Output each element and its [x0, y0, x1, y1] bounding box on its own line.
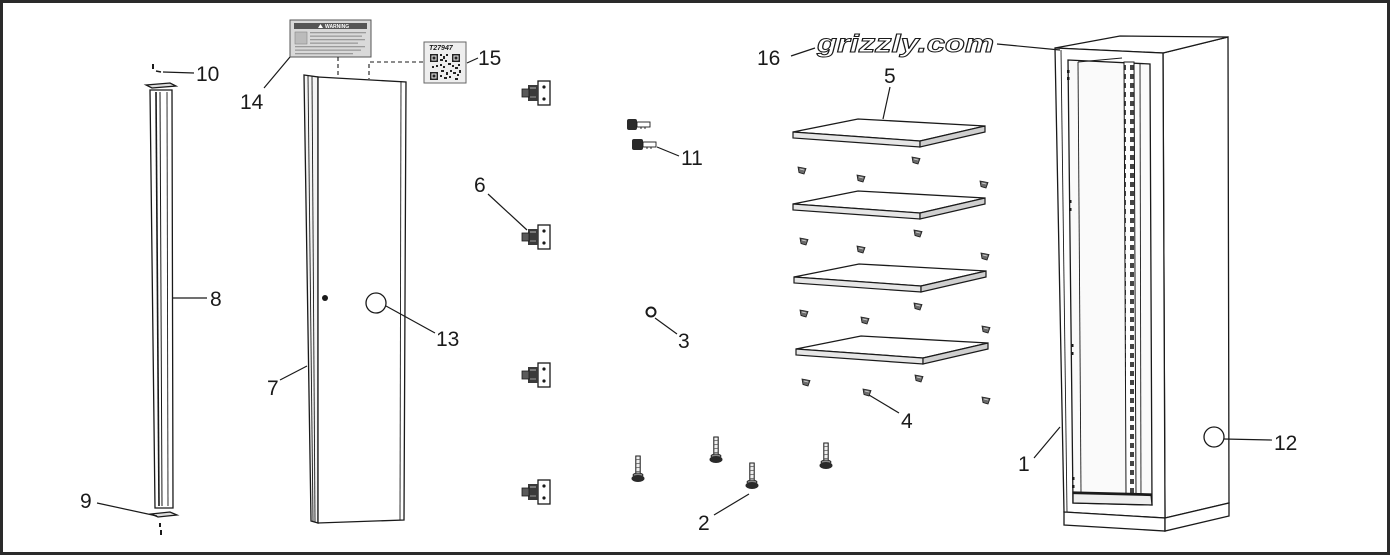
shelf-rail [1123, 61, 1137, 495]
stile-slots [1067, 70, 1075, 488]
qr-code-icon [430, 54, 461, 80]
callout-7: 7 [267, 377, 279, 400]
shelf-clip [856, 245, 866, 254]
leader-9 [96, 502, 158, 517]
shelf-clip [860, 316, 870, 325]
callout-13: 13 [436, 328, 459, 351]
leader-16 [790, 47, 816, 57]
cabinet [1054, 35, 1230, 532]
top-screw [152, 64, 162, 73]
leader-4 [868, 394, 900, 414]
logo-leader [996, 43, 1061, 51]
callout-9: 9 [80, 490, 92, 513]
callout-16: 16 [757, 47, 780, 70]
callout-10: 10 [196, 63, 219, 86]
leader-3 [654, 317, 678, 335]
key [627, 119, 651, 130]
shelf-clip [913, 302, 923, 311]
callout-12: 12 [1274, 432, 1297, 455]
callout-3: 3 [678, 330, 690, 353]
bottom-screw [159, 523, 162, 535]
leader-12 [1223, 438, 1273, 441]
callout-4: 4 [901, 410, 913, 433]
top-cap [143, 82, 179, 89]
shelf-clip [799, 309, 809, 318]
side-plug [1203, 426, 1225, 448]
callout-11: 11 [681, 147, 703, 170]
leader-5 [882, 86, 891, 120]
leader-13 [385, 305, 436, 334]
warning-label: WARNING [289, 19, 372, 58]
shelf-clip [914, 374, 924, 383]
shelf-clip [913, 229, 923, 238]
shelf-clip [799, 237, 809, 246]
leader-10 [162, 71, 195, 74]
callout-8: 8 [210, 288, 222, 311]
shelf-clip [979, 180, 989, 189]
shelf-clip [980, 252, 990, 261]
door-panel [303, 74, 407, 524]
callout-1: 1 [1018, 453, 1030, 476]
leader-15 [466, 57, 479, 64]
shelf-clip [801, 378, 811, 387]
callout-14: 14 [240, 91, 264, 114]
shelf-clip [856, 174, 866, 183]
leader-2 [713, 493, 750, 516]
warning-triangle-icon [318, 24, 323, 28]
qr-label: T27947 [423, 41, 467, 84]
cabinet-base-side [1164, 502, 1230, 532]
ring [645, 306, 657, 318]
shelf-clip [911, 156, 921, 165]
door-plug [365, 292, 387, 314]
lock-hole [322, 295, 328, 301]
qr-label-guide [368, 61, 423, 79]
shelf-clip [981, 325, 991, 334]
brand-logo: grizzly.com [816, 30, 994, 58]
trim-strip [149, 89, 174, 509]
callout-5: 5 [884, 65, 896, 88]
qr-label-code: T27947 [429, 45, 454, 52]
leader-11 [656, 146, 680, 157]
leader-1 [1033, 426, 1061, 459]
shelf-clip [797, 166, 807, 175]
callout-2: 2 [698, 512, 710, 535]
leader-6 [487, 193, 528, 231]
leader-7 [279, 365, 308, 381]
key [632, 139, 657, 150]
warning-header: WARNING [325, 24, 349, 30]
shelf-clip [981, 396, 991, 405]
callout-15: 15 [478, 47, 501, 70]
leader-14 [263, 56, 291, 89]
callout-6: 6 [474, 174, 486, 197]
